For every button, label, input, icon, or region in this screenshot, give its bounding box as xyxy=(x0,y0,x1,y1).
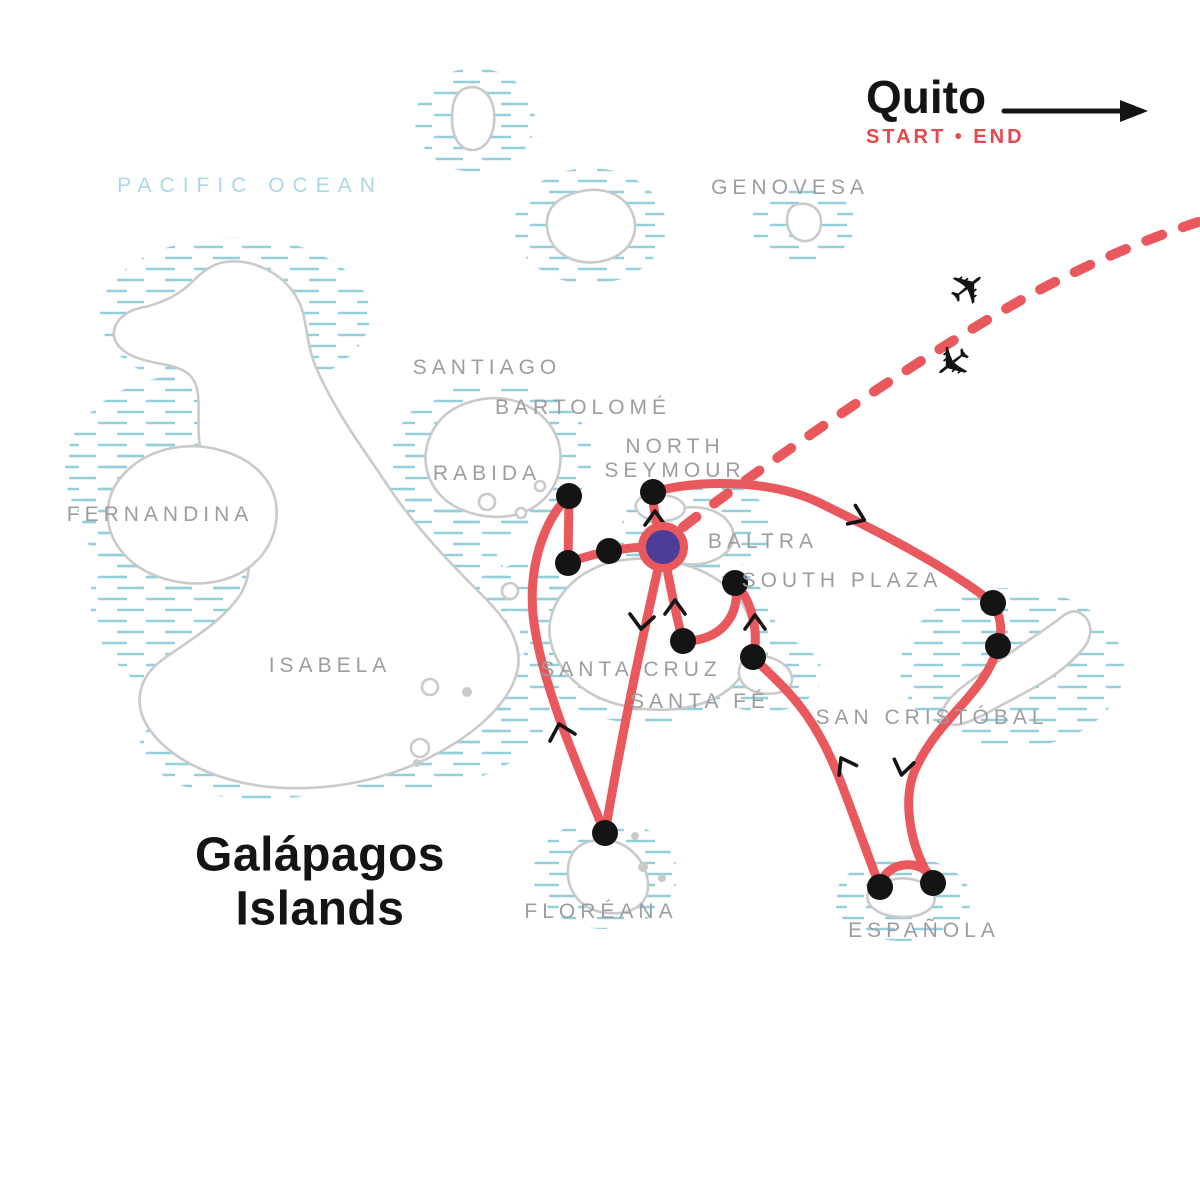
route-stop xyxy=(555,550,581,576)
start-end-point xyxy=(646,530,680,564)
route-stop xyxy=(670,628,696,654)
route-stop xyxy=(985,633,1011,659)
route-segment xyxy=(600,542,668,838)
island-santiago xyxy=(424,396,562,519)
island-isabela xyxy=(112,260,520,790)
island-label-north-seymour: NORTH SEYMOUR xyxy=(604,434,746,482)
island-label-rabida: RABIDA xyxy=(432,461,542,485)
islet xyxy=(658,874,666,882)
start-end-hub xyxy=(638,522,688,572)
route-stop xyxy=(920,870,946,896)
direction-chevron xyxy=(892,757,916,777)
airplane-icon: ✈ xyxy=(920,329,984,395)
islet xyxy=(462,687,472,697)
airplane-icon: ✈ xyxy=(936,255,1000,321)
origin-block: Quito START • END xyxy=(866,74,1025,149)
island-label-baltra: BALTRA xyxy=(707,529,819,553)
flight-path-quito xyxy=(678,217,1200,532)
route-segment xyxy=(904,641,1003,888)
islands xyxy=(106,85,1092,919)
island-label-san-crist-bal: SAN CRISTÓBAL xyxy=(815,705,1049,729)
island-label-genovesa: GENOVESA xyxy=(711,175,869,199)
route-stop xyxy=(867,874,893,900)
island-pinta xyxy=(450,85,496,152)
direction-chevron xyxy=(643,509,667,527)
island-label-santa-f: SANTA FÉ xyxy=(630,689,770,713)
island-label-isabela: ISABELA xyxy=(268,653,392,677)
islet xyxy=(413,759,421,767)
route-stop xyxy=(640,479,666,505)
islet xyxy=(514,506,528,520)
direction-chevron xyxy=(845,503,867,526)
route-segment xyxy=(527,491,610,838)
map-title: Galápagos Islands xyxy=(195,828,445,935)
island-label-santa-cruz: SANTA CRUZ xyxy=(540,657,722,681)
route-stop xyxy=(556,483,582,509)
island-label-espa-ola: ESPAÑOLA xyxy=(848,918,1000,942)
origin-start-end-label: START • END xyxy=(866,126,1025,148)
island-marchena xyxy=(545,188,637,264)
route-stop xyxy=(596,538,622,564)
route-segment xyxy=(648,479,998,608)
island-label-fernandina: FERNANDINA xyxy=(66,502,254,526)
direction-chevron xyxy=(548,722,577,743)
islet xyxy=(420,677,440,697)
islet xyxy=(500,581,520,601)
islet xyxy=(638,862,648,872)
origin-city-label: Quito xyxy=(866,71,987,123)
islet xyxy=(533,479,547,493)
route-stop xyxy=(592,820,618,846)
islet xyxy=(409,737,431,759)
island-floreana xyxy=(566,838,650,915)
direction-chevron xyxy=(837,756,859,777)
route-stop xyxy=(722,570,748,596)
route-stops xyxy=(555,479,1011,900)
island-genovesa xyxy=(785,202,823,243)
route-stop xyxy=(980,590,1006,616)
island-label-flor-ana: FLORÉANA xyxy=(524,899,678,923)
island-label-south-plaza: SOUTH PLAZA xyxy=(741,568,943,592)
island-label-santiago: SANTIAGO xyxy=(412,355,562,379)
islet xyxy=(631,832,639,840)
direction-chevron xyxy=(628,612,656,631)
direction-chevrons xyxy=(548,503,916,777)
direction-chevron xyxy=(743,613,767,631)
quito-arrow xyxy=(1001,100,1148,122)
islet xyxy=(477,492,497,512)
island-label-bartolom: BARTOLOMÉ xyxy=(494,395,672,419)
ocean-label: PACIFIC OCEAN xyxy=(117,174,383,197)
route-stop xyxy=(740,644,766,670)
island-fernandina xyxy=(106,445,278,585)
direction-chevron xyxy=(663,598,687,616)
